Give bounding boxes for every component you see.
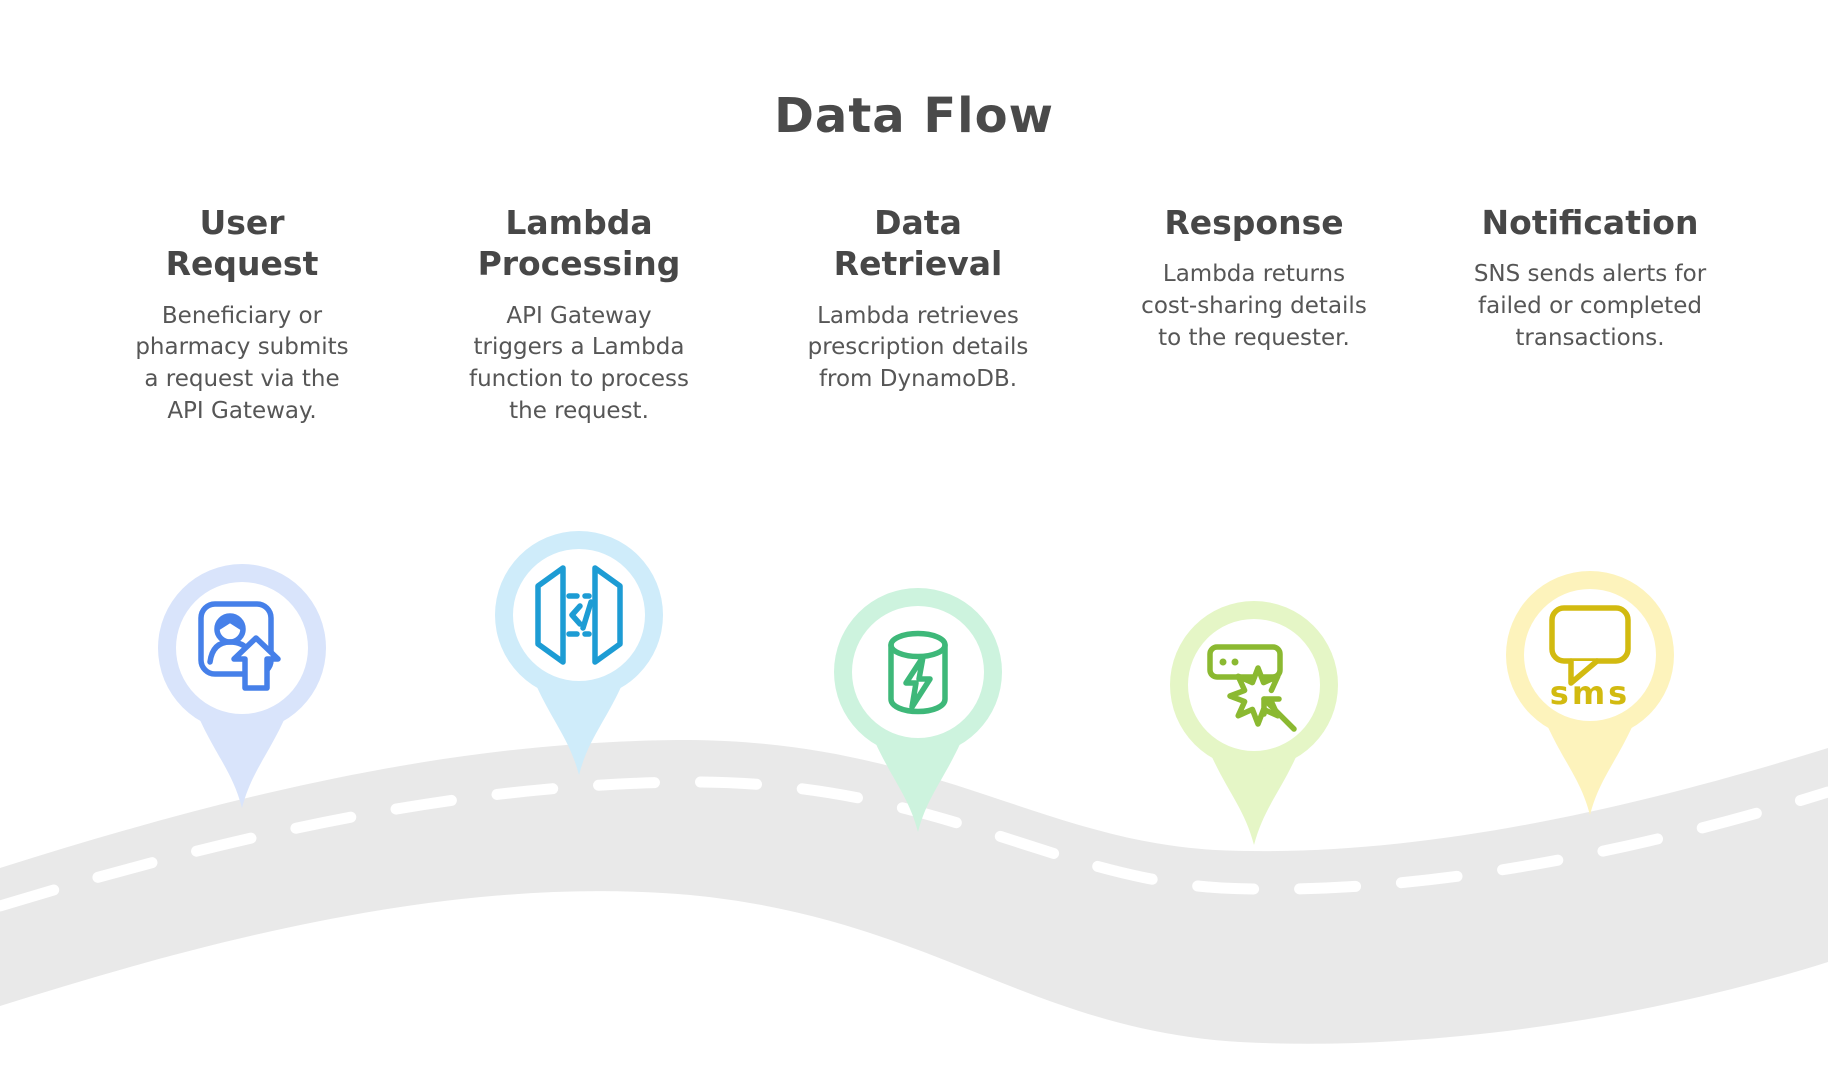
- code-chevron: [569, 603, 583, 627]
- pin-marker-response: [1170, 601, 1338, 845]
- step-description: Beneficiary or pharmacy submits a reques…: [135, 302, 349, 424]
- click-arrow-head: [1261, 696, 1282, 717]
- pin-marker-data-retrieval: [834, 588, 1002, 832]
- bar-dot: [1219, 658, 1227, 666]
- click-arrow-shaft: [1261, 696, 1297, 732]
- step-title: User Request: [165, 203, 319, 284]
- click-response-icon: [1207, 644, 1297, 732]
- sms-bubble-icon: sms: [1549, 605, 1631, 712]
- step-title: Lambda Processing: [477, 203, 681, 284]
- user-upload-icon: [198, 601, 281, 691]
- api-gateway-icon: [535, 565, 623, 665]
- step-description: API Gateway triggers a Lambda function t…: [468, 302, 690, 424]
- bar-dot: [1231, 658, 1239, 666]
- step-column-data-retrieval: Data Retrieval Lambda retrieves prescrip…: [783, 202, 1053, 396]
- profile-frame: [198, 601, 274, 677]
- person-hair: [216, 617, 244, 630]
- page-title: Data Flow: [774, 88, 1054, 144]
- pin-marker-lambda-processing: [495, 531, 663, 775]
- road-band: [0, 740, 1828, 1044]
- road-center-line: [0, 776, 1828, 912]
- pin-marker-user-request: [158, 564, 326, 808]
- database-lightning-icon: [888, 630, 948, 715]
- speech-bubble-tail: [1568, 658, 1600, 686]
- step-column-lambda-processing: Lambda Processing API Gateway triggers a…: [459, 202, 699, 427]
- step-description: SNS sends alerts for failed or completed…: [1473, 261, 1707, 351]
- step-description: Lambda retrieves prescription details fr…: [807, 302, 1029, 392]
- pin-inner-circle: [1524, 589, 1656, 721]
- lightning-bolt: [903, 654, 933, 710]
- gateway-right-panel: [592, 565, 623, 665]
- pin-inner-circle: [513, 549, 645, 681]
- step-column-notification: Notification SNS sends alerts for failed…: [1472, 202, 1708, 354]
- step-column-user-request: User Request Beneficiary or pharmacy sub…: [132, 202, 352, 427]
- pin-marker-notification: sms: [1506, 571, 1674, 815]
- code-slash: [580, 599, 594, 631]
- step-title: Response: [1164, 203, 1344, 242]
- upload-arrow: [231, 635, 281, 691]
- step-description: Lambda returns cost-sharing details to t…: [1141, 261, 1367, 351]
- step-column-response: Response Lambda returns cost-sharing det…: [1140, 202, 1368, 354]
- step-title: Notification: [1481, 203, 1699, 242]
- sms-label: sms: [1550, 674, 1630, 712]
- gateway-left-panel: [535, 565, 566, 665]
- database-body: [888, 642, 948, 715]
- step-title: Data Retrieval: [833, 203, 1003, 284]
